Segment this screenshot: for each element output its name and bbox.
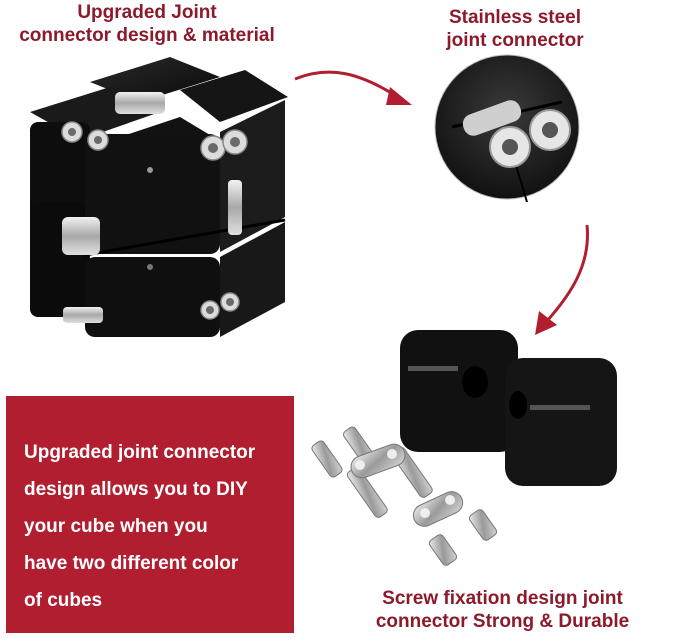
- assembled-cube-image: [30, 57, 288, 337]
- curved-arrow-right-icon: [294, 70, 412, 105]
- info-line: have two different color: [24, 553, 239, 574]
- callout-connector-design: Upgraded Joint connector design & materi…: [0, 1, 294, 47]
- info-line: Upgraded joint connector: [24, 442, 256, 463]
- info-panel: Upgraded joint connector design allows y…: [6, 396, 294, 633]
- curved-arrow-down-icon: [535, 225, 589, 335]
- info-line: your cube when you: [24, 516, 208, 537]
- info-panel-text: Upgraded joint connector design allows y…: [24, 434, 289, 619]
- exploded-parts-image: [311, 330, 617, 566]
- callout-line: connector design & material: [19, 25, 275, 46]
- callout-line: Stainless steel: [448, 7, 582, 28]
- callout-line: connector Strong & Durable: [375, 611, 630, 632]
- callout-screw-fixation: Screw fixation design joint connector St…: [345, 587, 660, 633]
- callout-line: Screw fixation design joint: [382, 588, 623, 609]
- callout-stainless-steel: Stainless steel joint connector: [420, 6, 610, 52]
- callout-line: Upgraded Joint: [77, 2, 217, 23]
- closeup-screws-image: [434, 54, 580, 202]
- info-line: design allows you to DIY: [24, 479, 248, 500]
- callout-line: joint connector: [446, 30, 584, 51]
- info-line: of cubes: [24, 590, 103, 611]
